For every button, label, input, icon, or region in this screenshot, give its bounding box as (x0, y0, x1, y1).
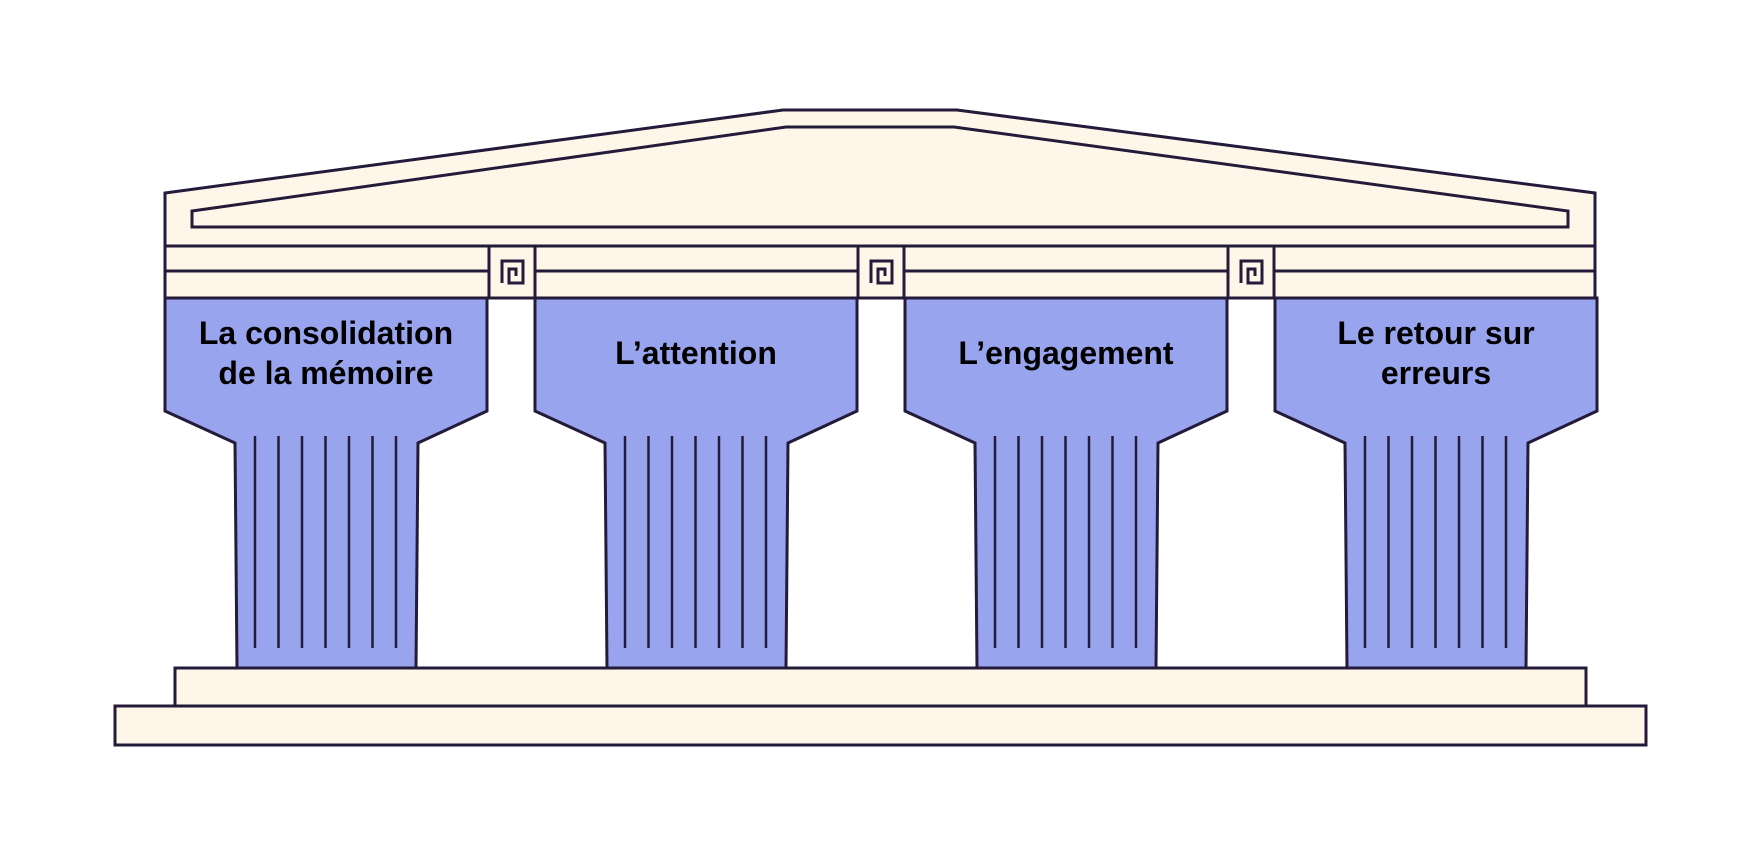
greek-key-icon (1239, 259, 1264, 285)
pediment-inner-frame (190, 125, 1570, 229)
ornament-row (487, 244, 1276, 300)
pillar-label: L’attention (615, 335, 777, 371)
pillar-label-line: L’engagement (958, 335, 1174, 371)
ornament-box (1226, 244, 1276, 300)
pillar-label: La consolidation de la mémoire (199, 315, 453, 391)
greek-key-icon (869, 259, 894, 285)
entablature (163, 244, 1597, 300)
greek-key-icon (500, 259, 525, 285)
ornament-frame (487, 244, 537, 300)
pillar-label-line: de la mémoire (218, 355, 433, 391)
temple-base (113, 666, 1648, 747)
ornament-frame (1226, 244, 1276, 300)
pillar-label-line: erreurs (1381, 355, 1491, 391)
pillar: La consolidation de la mémoire (163, 296, 489, 670)
base-lower-step (113, 704, 1648, 747)
pillar-label: L’engagement (958, 335, 1174, 371)
pillar: Le retour sur erreurs (1273, 296, 1599, 670)
ornament-box (487, 244, 537, 300)
pillar-label-line: Le retour sur (1337, 315, 1534, 351)
pillar-label-line: La consolidation (199, 315, 453, 351)
pillar-label-line: L’attention (615, 335, 777, 371)
pillar-label: Le retour sur erreurs (1337, 315, 1534, 391)
pillar: L’engagement (903, 296, 1229, 670)
pediment (163, 108, 1597, 248)
pillar: L’attention (533, 296, 859, 670)
pillar-row: La consolidation de la mémoire L’attention… (163, 296, 1599, 670)
base-upper-step (173, 666, 1588, 708)
ornament-frame (856, 244, 906, 300)
ornament-box (856, 244, 906, 300)
